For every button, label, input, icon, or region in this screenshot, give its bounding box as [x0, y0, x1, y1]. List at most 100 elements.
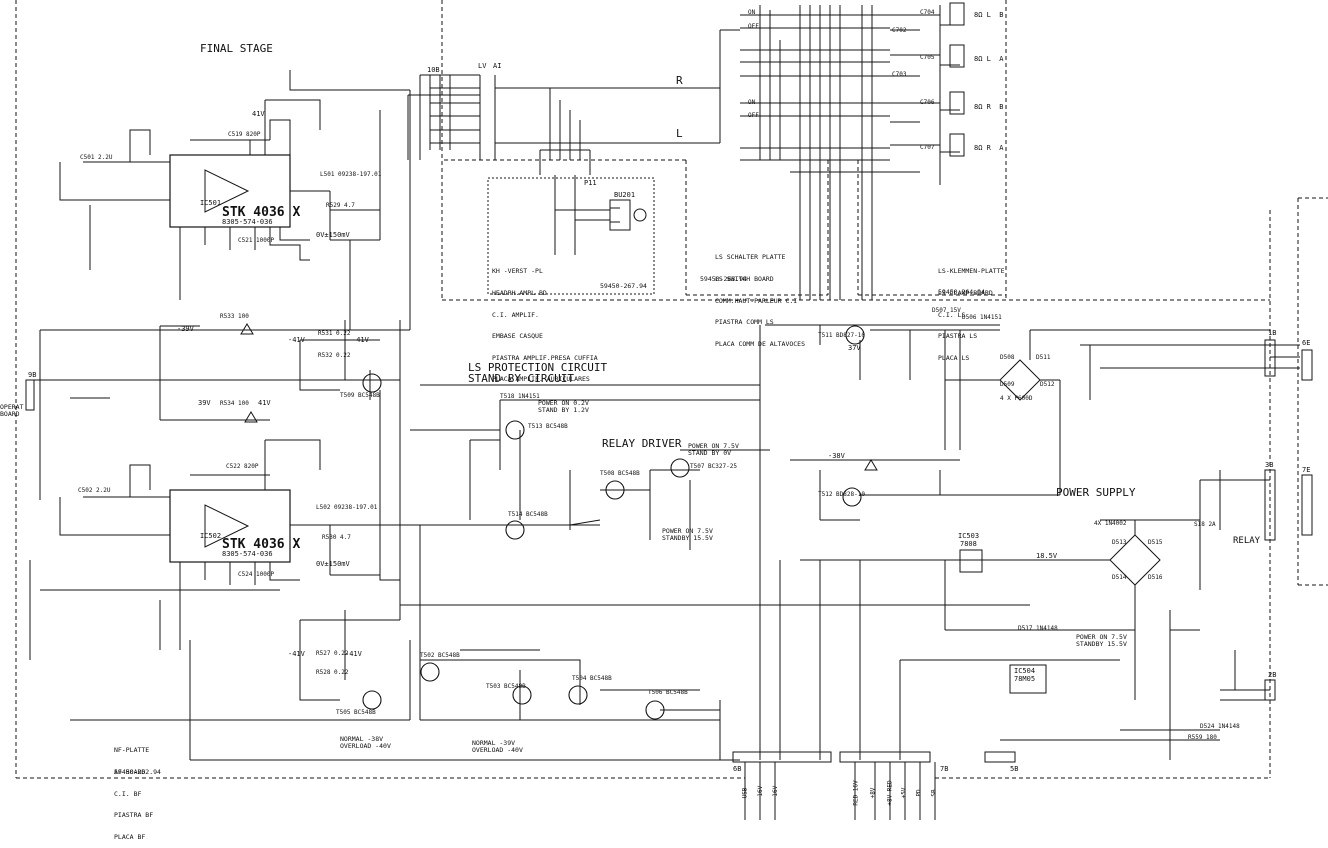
- v41-top: 41V: [252, 110, 265, 118]
- part-r531: R531 0.22: [318, 330, 351, 337]
- board-c-line: C.I. AMPLIF.: [492, 310, 539, 319]
- ic504-ref: IC504: [1014, 667, 1036, 675]
- conn-p11: P11: [584, 179, 597, 187]
- part-r559: R559 180: [1188, 734, 1217, 741]
- conn-2b: 2B: [1268, 671, 1277, 679]
- channel-r: R: [676, 74, 683, 87]
- board-d-line: PIASTRA LS: [938, 332, 978, 341]
- part-c502: C502 2.2U: [78, 487, 111, 494]
- board-i-line: LS SCHALTER PLATTE: [715, 253, 786, 262]
- board-c-code: 59450-267.94: [600, 282, 647, 290]
- note-overload-40b: OVERLOAD -40V: [472, 746, 523, 754]
- conn-5b: 5B: [1010, 765, 1019, 773]
- part-r533: R533 100: [220, 313, 249, 320]
- power-supply-wiring: [759, 324, 1300, 760]
- board-i-line: PLACA COMM DE ALTAVOCES: [715, 339, 806, 348]
- board-i-caption: LS SCHALTER PLATTE LS SWITCH BOARD COMM.…: [715, 240, 805, 355]
- part-d513: D513: [1112, 539, 1127, 546]
- conn-6e: 6E: [1302, 339, 1311, 347]
- note-power-on-02: POWER ON 0.2V: [538, 399, 589, 407]
- part-d515: D515: [1148, 539, 1163, 546]
- part-t508: T508 BC548B: [600, 470, 640, 477]
- part-c702: C702: [892, 27, 907, 34]
- board-c-line: PIASTRA AMPLIF.PRESA CUFFIA: [492, 353, 598, 362]
- ic503-name: 7808: [960, 540, 977, 548]
- ov150-b: 0V±150mV: [316, 560, 350, 568]
- ic502-part: 8305-574-036: [222, 550, 273, 558]
- part-t507: T507 BC327-25: [690, 463, 737, 470]
- part-d516: D516: [1148, 574, 1163, 581]
- note-standby-155a: STANDBY 15.5V: [662, 534, 713, 542]
- conn-3b: 3B: [1265, 461, 1274, 469]
- board-d-caption: LS-KLEMMEN-PLATTE LS CLAMP-BOARD C.I. LS…: [938, 254, 1005, 369]
- pin-sb: SB: [930, 789, 938, 797]
- speaker-ra: 8Ω R A: [974, 144, 1004, 152]
- part-l502: L502 09238-197.01: [316, 504, 378, 511]
- board-c-line: KH -VERST -PL: [492, 267, 543, 276]
- note-normal-39: NORMAL -39V: [472, 739, 516, 747]
- ic503-ref: IC503: [958, 532, 980, 540]
- warning-triangles: [240, 323, 878, 471]
- ic502-name: STK 4036 X: [222, 537, 301, 552]
- part-d514: D514: [1112, 574, 1127, 581]
- board-d-line: LS-KLEMMEN-PLATTE: [938, 267, 1005, 276]
- board-d-line: C.I. LS: [938, 310, 966, 319]
- v39: 39V: [198, 399, 211, 407]
- ls-switch-matrix: [740, 2, 965, 300]
- part-d512: D512: [1040, 381, 1055, 388]
- board-i-line: COMM.HAUT-PARLEUR C.I: [715, 296, 798, 305]
- board-boundaries: [15, 0, 1328, 779]
- note-standby-12: STAND BY 1.2V: [538, 406, 589, 414]
- pin-on: ON: [748, 9, 756, 16]
- part-c524: C524 1000P: [238, 571, 275, 578]
- note-normal-38: NORMAL -38V: [340, 735, 384, 743]
- ic501-name: STK 4036 X: [222, 205, 301, 220]
- ic501-part: 8305-574-036: [222, 218, 273, 226]
- vneg41b: -41V: [352, 336, 369, 344]
- part-d511: D511: [1036, 354, 1051, 361]
- part-t514: T514 BC548B: [508, 511, 548, 518]
- vneg41c: -41V: [288, 650, 305, 658]
- part-t512: T512 BD828-10: [818, 491, 865, 498]
- board-d-line: LS CLAMP-BOARD: [938, 289, 993, 298]
- pin-p5: +5V: [900, 787, 908, 799]
- board-b-line: NF-PLATTE: [114, 746, 150, 755]
- part-r534: R534 100: [220, 400, 249, 407]
- vneg38: -38V: [828, 452, 845, 460]
- v41b: 41V: [258, 399, 271, 407]
- part-t506: T506 BC548B: [648, 689, 688, 696]
- part-1n4002: 4X 1N4002: [1094, 520, 1127, 527]
- headphone-board-box: [487, 177, 655, 295]
- conn-7b: 7B: [940, 765, 949, 773]
- v18-5: 18.5V: [1036, 552, 1058, 560]
- board-b-caption: NF-PLATTE AF BOARD C.I. BF PIASTRA BF PL…: [114, 733, 153, 848]
- vneg41a: -41V: [288, 336, 305, 344]
- section-final-stage: FINAL STAGE: [200, 42, 273, 55]
- board-d-line: PLACA LS: [938, 353, 970, 362]
- section-relay-driver: RELAY DRIVER: [602, 437, 682, 450]
- part-d508: D508: [1000, 354, 1015, 361]
- board-b-line: PLACA BF: [114, 832, 146, 841]
- board-i-code: 59450-263.94: [700, 275, 747, 283]
- connector-blocks: [25, 199, 1313, 763]
- board-b-line: PIASTRA BF: [114, 811, 154, 820]
- conn-ai: AI: [493, 62, 502, 70]
- part-c705: C705: [920, 54, 935, 61]
- note-power-on-75b: POWER ON 7.5V: [662, 527, 713, 535]
- final-stage-wiring: [29, 70, 740, 761]
- ic502-ref: IC502: [200, 532, 222, 540]
- relay-label: RELAY: [1233, 536, 1261, 546]
- part-d509: D509: [1000, 381, 1015, 388]
- operat-board-label: OPERAT BOARD: [0, 403, 24, 419]
- part-r527: R527 0.22: [316, 650, 349, 657]
- pin-off: OFF: [748, 23, 759, 30]
- transistor-symbols: [362, 325, 865, 720]
- conn-9b: 9B: [28, 371, 37, 379]
- schematic-canvas: [15, 0, 1328, 820]
- note-power-on-75c: POWER ON 7.5V: [1076, 633, 1127, 641]
- part-c706: C706: [920, 99, 935, 106]
- pin-off: OFF: [748, 112, 759, 119]
- part-t502: T502 BC548B: [420, 652, 460, 659]
- part-c704: C704: [920, 9, 935, 16]
- part-p600d: 4 X P600D: [1000, 395, 1033, 402]
